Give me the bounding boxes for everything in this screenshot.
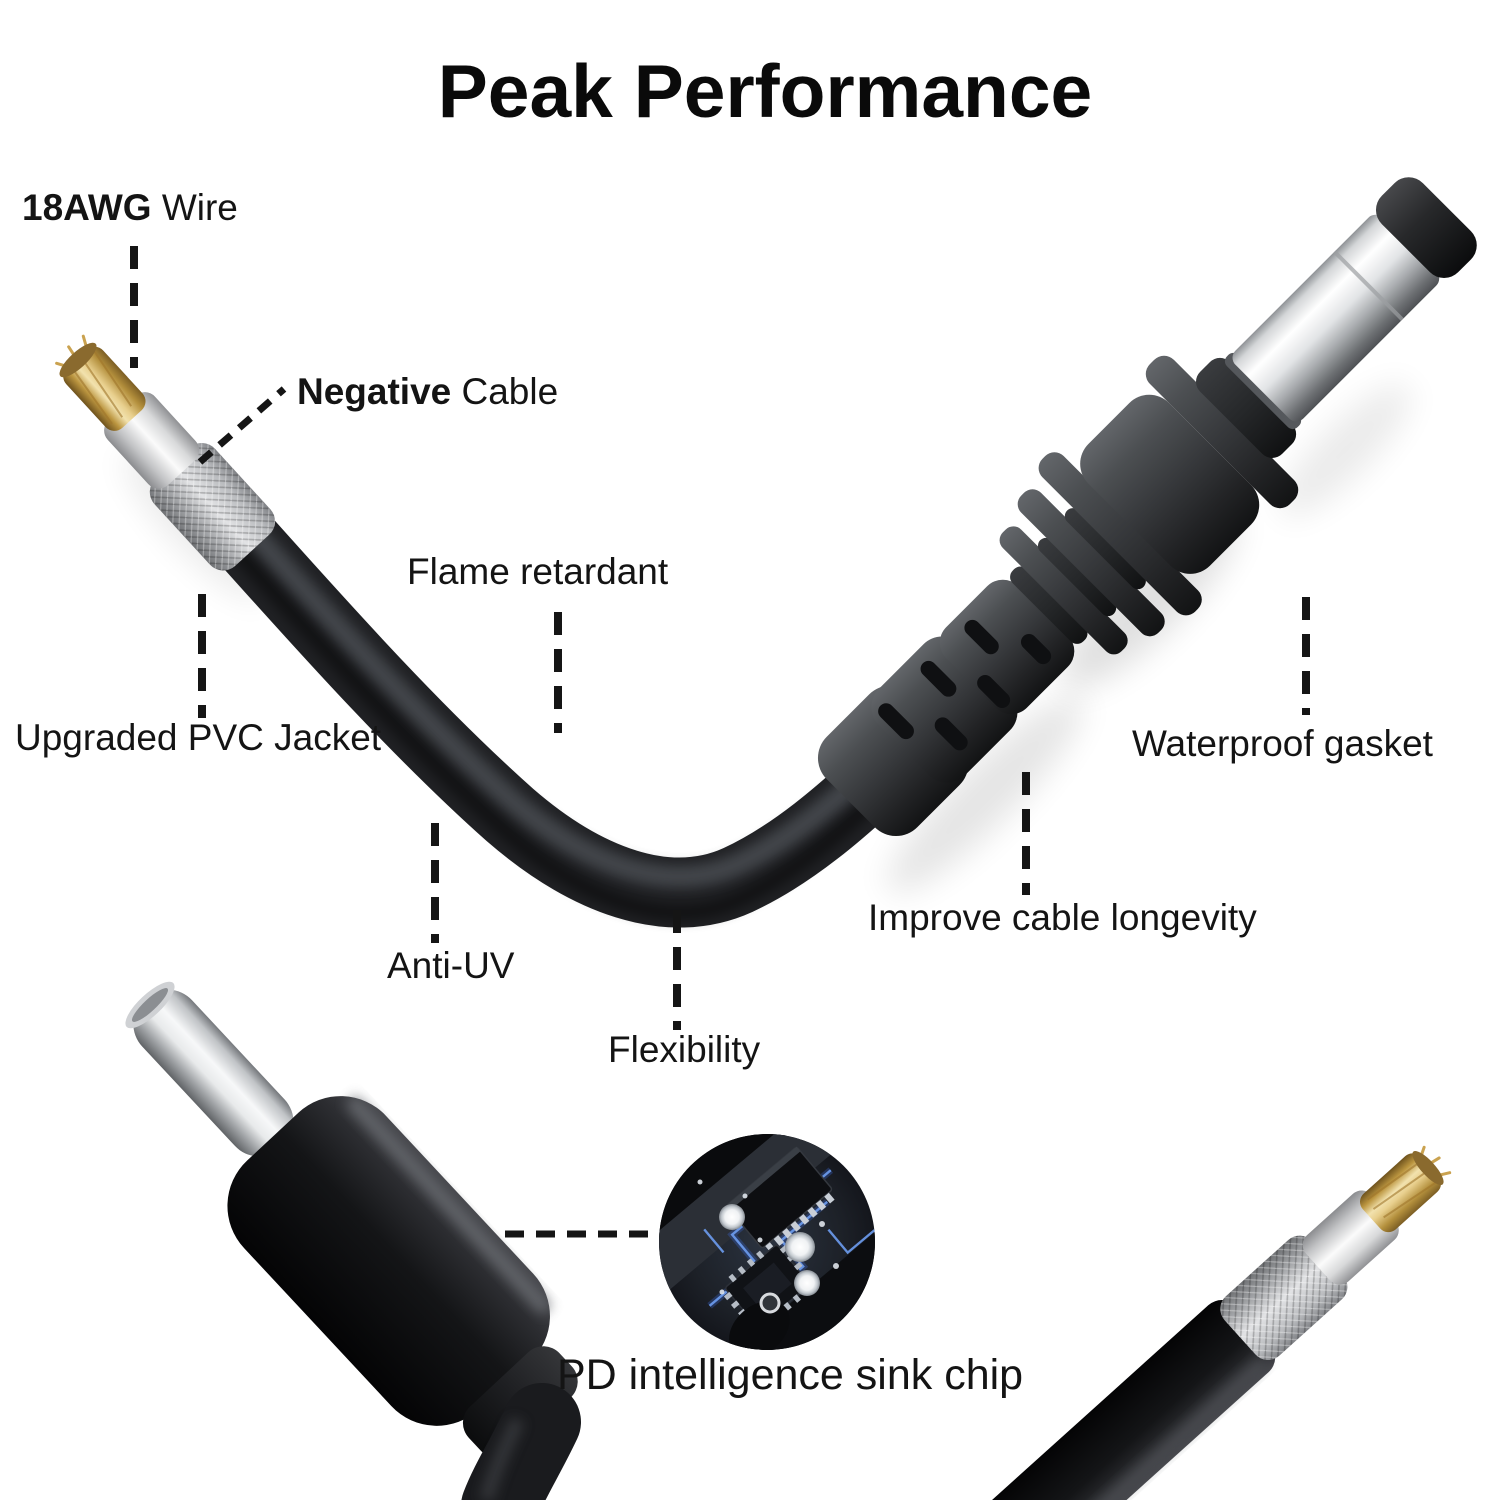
usb-c-connector: [125, 981, 581, 1500]
label-18awg-rest: Wire: [151, 187, 238, 228]
label-flame-retardant: Flame retardant: [407, 551, 669, 592]
page-title: Peak Performance: [437, 49, 1093, 133]
copper-strand-texture: [72, 350, 133, 425]
label-anti-uv: Anti-UV: [387, 945, 515, 986]
usb-c-body: [227, 1096, 550, 1426]
label-improve-cable-longevity: Improve cable longevity: [868, 897, 1257, 938]
label-pd-chip: PD intelligence sink chip: [557, 1351, 1024, 1399]
leader-negative-cable: [197, 386, 287, 465]
label-negative-bold: Negative: [297, 371, 452, 412]
waterproof-gasket: [999, 355, 1299, 655]
usb-c-metal-tip: [133, 989, 294, 1157]
solder-dots: [697, 1179, 839, 1295]
pcb-capacitors: [719, 1204, 820, 1314]
label-waterproof-gasket: Waterproof gasket: [1132, 723, 1433, 764]
label-flexibility: Flexibility: [608, 1029, 761, 1070]
usb-c-cable: [461, 1383, 581, 1500]
label-negative-rest: Cable: [451, 371, 559, 412]
label-18awg-bold: 18AWG: [22, 187, 152, 228]
stripped-wire-top: [55, 334, 276, 571]
label-negative-cable: Negative Cable: [297, 371, 559, 413]
leader-lines: [130, 246, 1310, 1238]
label-18awg-wire: 18AWG Wire: [22, 187, 238, 229]
dc-barrel-connector: [817, 177, 1477, 837]
strain-relief-slots: [878, 619, 1052, 751]
barrel-plug: [1224, 177, 1477, 430]
main-cable: [203, 497, 923, 928]
label-upgraded-pvc-jacket: Upgraded PVC Jacket: [15, 717, 382, 758]
strain-relief: [817, 579, 1075, 837]
stripped-wire-bottom: [963, 1145, 1452, 1500]
pcb-dark-component: [729, 1300, 790, 1350]
